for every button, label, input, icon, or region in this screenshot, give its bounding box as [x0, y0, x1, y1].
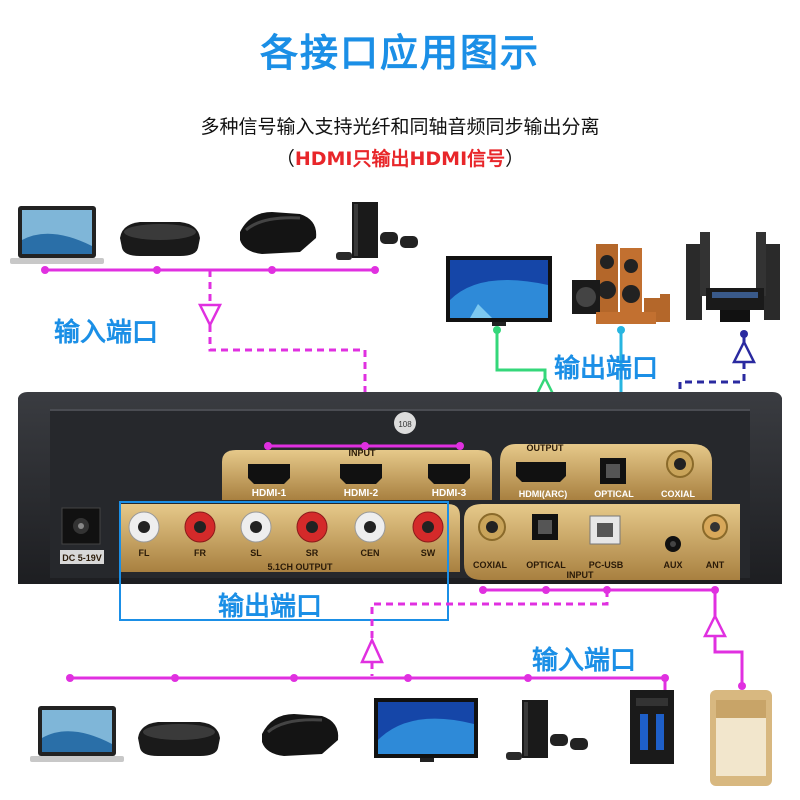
av-decoder-back-panel: 108 DC 5-19V INPUT HDMI-1 HDMI-2 HDMI-3 …: [18, 392, 782, 584]
television-icon: [446, 256, 552, 326]
hdmi-3-port: HDMI-3: [428, 464, 470, 499]
input-port-label-bottom: 输入端口: [532, 640, 636, 677]
optical-output-label: OPTICAL: [594, 489, 634, 499]
rca-sl-label: SL: [250, 548, 262, 558]
knob-label: 108: [398, 420, 412, 429]
coaxial-output-label: COXIAL: [661, 489, 696, 499]
rca-fl-label: FL: [139, 548, 150, 558]
speaker-system-icon: [572, 244, 670, 324]
ant-label: ANT: [706, 560, 725, 570]
hdmi-1-label: HDMI-1: [252, 488, 287, 499]
output-header: OUTPUT: [527, 443, 565, 453]
rca-cen-label: CEN: [360, 548, 379, 558]
television-icon: [374, 698, 478, 762]
hdmi-2-label: HDMI-2: [344, 488, 379, 499]
hdmi-arc-port: HDMI(ARC): [516, 462, 567, 499]
optical-input-label: OPTICAL: [526, 560, 566, 570]
hdmi-arc-label: HDMI(ARC): [519, 489, 568, 499]
rca-sw-label: SW: [421, 548, 436, 558]
coaxial-input-label: COXIAL: [473, 560, 508, 570]
rca-fr-label: FR: [194, 548, 206, 558]
hdmi-1-port: HDMI-1: [248, 464, 290, 499]
bottom-input-header: INPUT: [567, 570, 595, 580]
pc-usb-label: PC-USB: [589, 560, 624, 570]
pc-usb-port: PC-USB: [589, 516, 624, 570]
hdmi-input-header: INPUT: [349, 448, 377, 458]
desktop-pc-icon: [630, 690, 674, 764]
input-port-label-top: 输入端口: [54, 312, 158, 349]
rca-sr-label: SR: [306, 548, 319, 558]
rca-header: 5.1CH OUTPUT: [267, 562, 333, 572]
tv-box-icon: [262, 714, 338, 756]
game-console-icon: [506, 700, 588, 760]
dc-label: DC 5-19V: [62, 553, 102, 563]
aux-label: AUX: [663, 560, 682, 570]
home-theater-icon: [686, 232, 780, 322]
hdmi-2-port: HDMI-2: [340, 464, 382, 499]
output-port-label-bottom: 输出端口: [218, 586, 322, 623]
laptop-icon: [10, 206, 104, 264]
game-console-icon: [336, 202, 418, 260]
tv-box-icon: [138, 722, 220, 756]
hdmi-3-label: HDMI-3: [432, 488, 467, 499]
tv-box-icon: [120, 222, 200, 256]
output-port-label-top: 输出端口: [554, 348, 658, 385]
smartphone-icon: [710, 690, 772, 786]
tv-box-icon: [240, 212, 316, 254]
laptop-icon: [30, 706, 124, 762]
